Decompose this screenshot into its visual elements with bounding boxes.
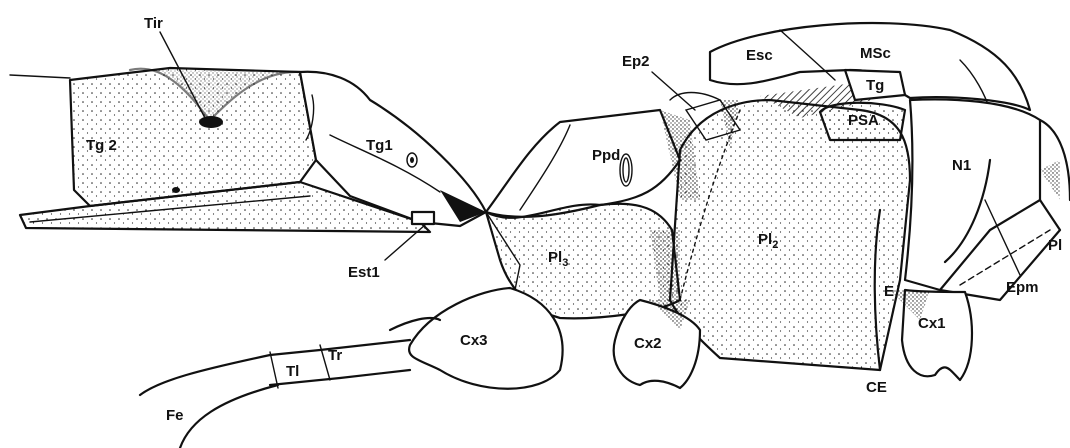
label-tg1: Tg1 bbox=[366, 137, 393, 154]
coxa-1 bbox=[890, 290, 972, 380]
label-esc: Esc bbox=[746, 47, 773, 64]
label-n1: N1 bbox=[952, 157, 971, 174]
label-fe: Fe bbox=[166, 407, 184, 424]
label-est1: Est1 bbox=[348, 264, 380, 281]
label-ep2: Ep2 bbox=[622, 53, 650, 70]
tir-spot bbox=[199, 116, 223, 128]
label-e: E bbox=[884, 283, 894, 300]
label-tir: Tir bbox=[144, 15, 163, 32]
pronotum bbox=[905, 99, 1070, 300]
label-cx1: Cx1 bbox=[918, 315, 946, 332]
label-msc: MSc bbox=[860, 45, 891, 62]
label-cx3: Cx3 bbox=[460, 332, 488, 349]
label-ti: Tl bbox=[286, 363, 299, 380]
label-ppd: Ppd bbox=[592, 147, 620, 164]
label-ce: CE bbox=[866, 379, 887, 396]
label-tr: Tr bbox=[328, 347, 342, 364]
label-epm: Epm bbox=[1006, 279, 1039, 296]
label-pl-edge: Pl bbox=[1048, 237, 1062, 254]
hind-leg bbox=[140, 318, 440, 448]
label-psa: PSA bbox=[848, 112, 879, 129]
label-tg: Tg bbox=[866, 77, 884, 94]
label-cx2: Cx2 bbox=[634, 335, 662, 352]
label-tg2: Tg 2 bbox=[86, 137, 117, 154]
